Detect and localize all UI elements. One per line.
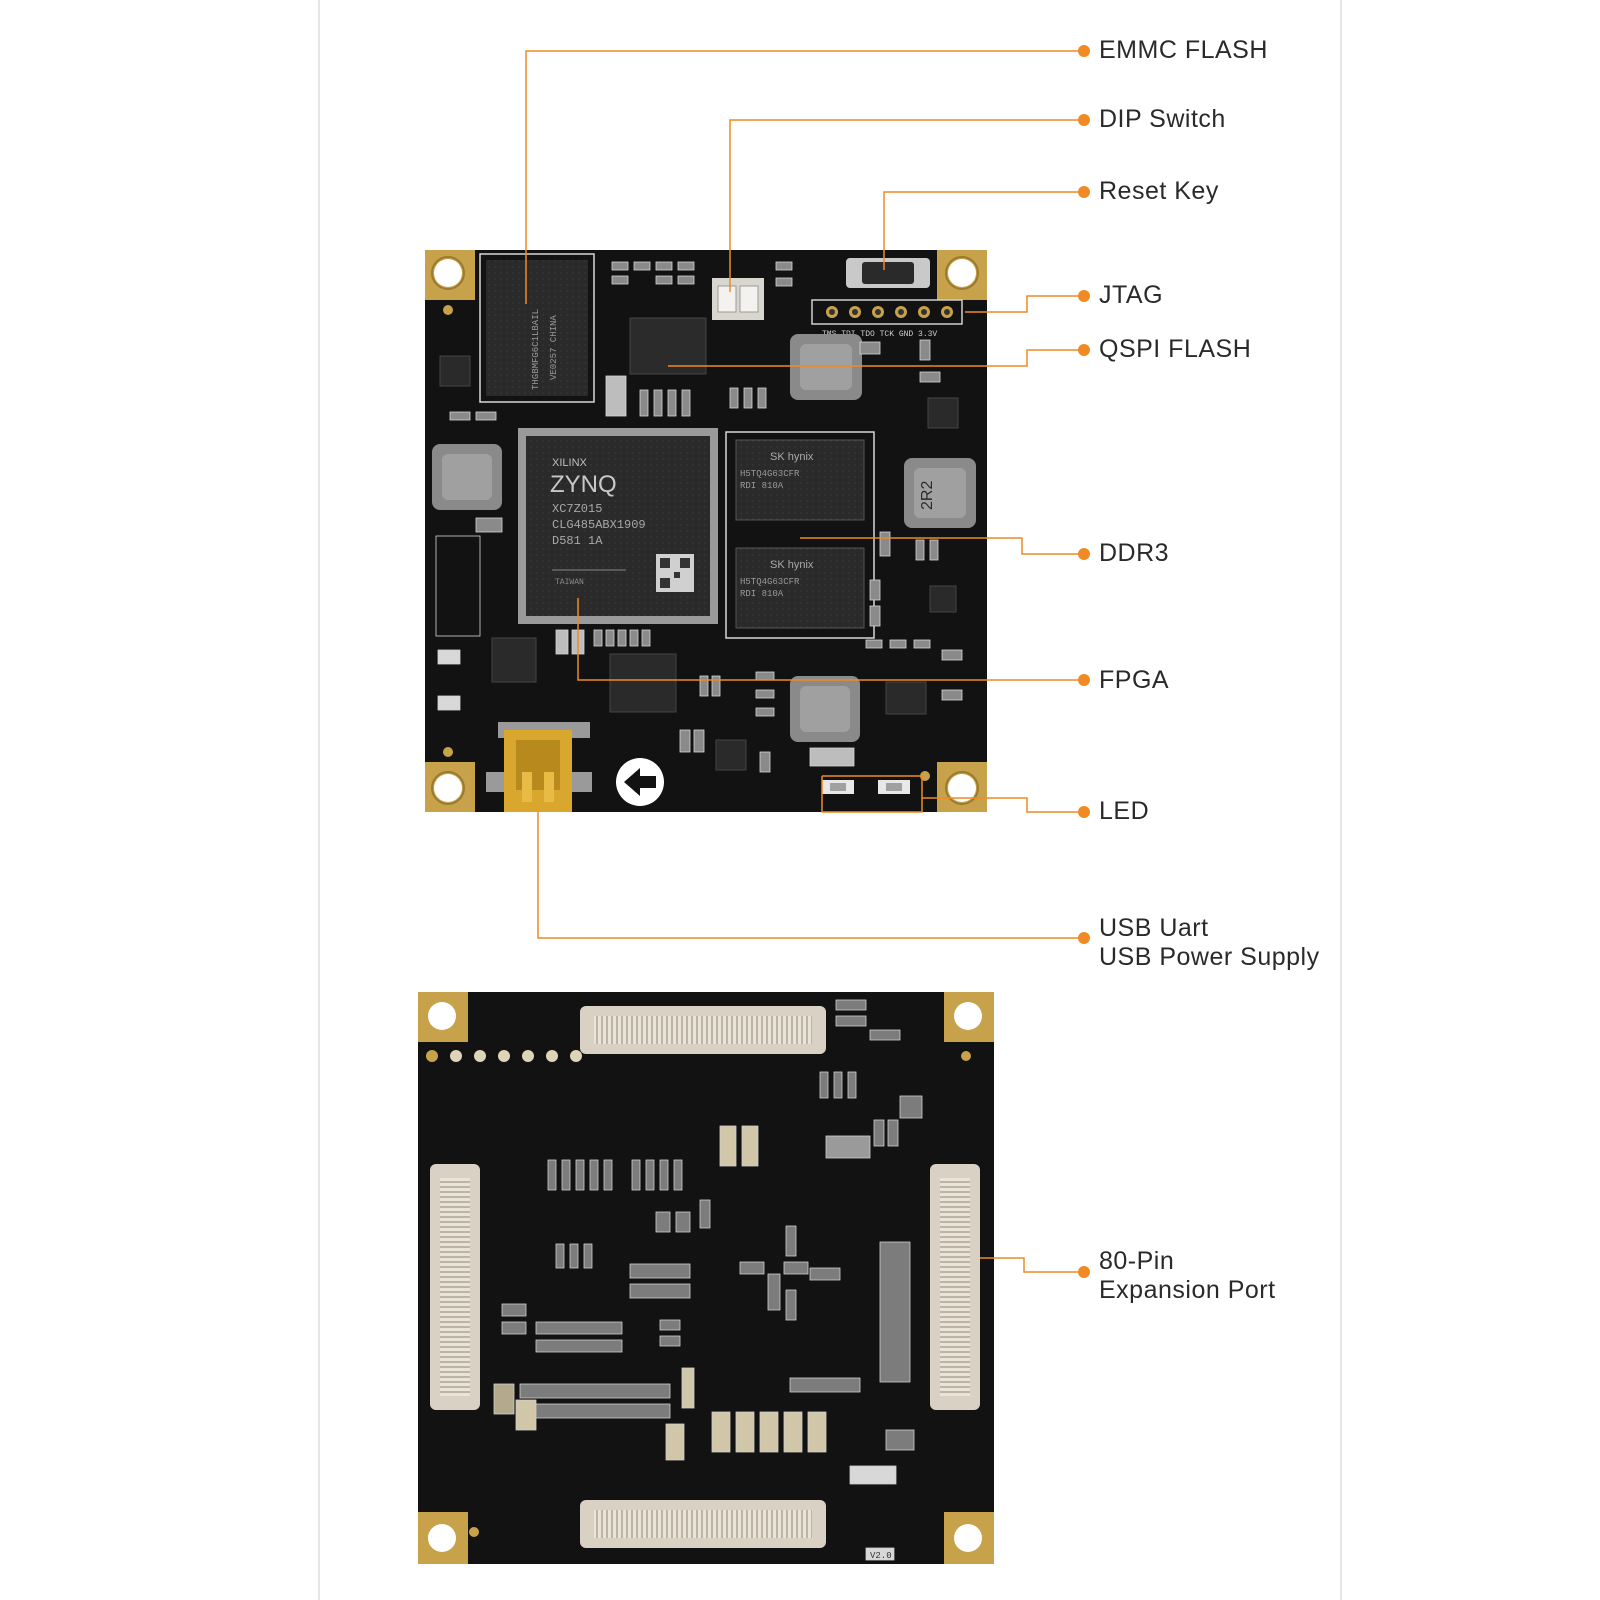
frame-line-right bbox=[1340, 0, 1342, 1600]
label-usb-power-supply: USB Power Supply bbox=[1099, 943, 1320, 971]
callout-line-usb bbox=[537, 812, 1082, 939]
ddr3-brand-2: SK hynix bbox=[770, 559, 814, 571]
ddr3-code-2: RDI 810A bbox=[740, 589, 784, 599]
led-indicators bbox=[822, 780, 910, 794]
fpga-part: XC7Z015 bbox=[552, 502, 602, 516]
ddr3-part-2: H5TQ4G63CFR bbox=[740, 577, 800, 587]
callout-line-qspi bbox=[668, 349, 1082, 367]
callout-line-led-box bbox=[821, 775, 923, 813]
fpga-package: CLG485ABX1909 bbox=[552, 518, 646, 532]
label-fpga: FPGA bbox=[1099, 666, 1170, 694]
fpga-lot: D581 1A bbox=[552, 534, 603, 548]
callout-line-led bbox=[922, 797, 1082, 813]
callout-line-dip bbox=[729, 119, 1082, 292]
usb-connector bbox=[486, 722, 592, 812]
emmc-chip-marking: THGBMFG6C1LBAIL bbox=[531, 309, 541, 390]
arrow-mark-icon bbox=[616, 758, 664, 806]
emmc-chip-origin: VE0257 CHINA bbox=[549, 315, 559, 380]
expansion-connector-bottom bbox=[580, 1500, 826, 1548]
frame-line-left bbox=[318, 0, 320, 1600]
expansion-connector-right bbox=[930, 1164, 980, 1410]
board-version: V2.0 bbox=[870, 1551, 892, 1561]
label-expansion-port: 80-Pin Expansion Port bbox=[1099, 1247, 1276, 1305]
qspi-flash-chip bbox=[629, 317, 707, 375]
label-reset-key: Reset Key bbox=[1099, 177, 1219, 205]
emmc-chip: THGBMFG6C1LBAIL VE0257 CHINA bbox=[479, 253, 595, 403]
jtag-header: TMS TDI TDO TCK GND 3.3V bbox=[811, 299, 963, 339]
callout-lines bbox=[525, 50, 1082, 1273]
ddr3-code-1: RDI 810A bbox=[740, 481, 784, 491]
callout-line-fpga bbox=[577, 598, 1082, 681]
label-expansion-pin-count: 80-Pin bbox=[1099, 1247, 1175, 1275]
fpga-origin: TAIWAN bbox=[555, 578, 584, 587]
label-led: LED bbox=[1099, 797, 1150, 825]
callout-line-reset bbox=[883, 191, 1082, 270]
mounting-holes-bottom bbox=[418, 992, 994, 1564]
ddr3-brand-1: SK hynix bbox=[770, 451, 814, 463]
label-ddr3: DDR3 bbox=[1099, 539, 1170, 567]
label-emmc-flash: EMMC FLASH bbox=[1099, 36, 1268, 64]
ddr3-chips: SK hynix H5TQ4G63CFR RDI 810A SK hynix H… bbox=[725, 431, 875, 639]
inductors-top: 2R2 bbox=[432, 334, 976, 742]
reset-key bbox=[846, 258, 930, 288]
expansion-connector-top bbox=[580, 1006, 826, 1054]
callout-line-jtag bbox=[965, 295, 1082, 313]
fpga-chip: XILINX ZYNQ XC7Z015 CLG485ABX1909 D581 1… bbox=[518, 428, 718, 624]
mounting-holes-top bbox=[425, 250, 987, 812]
label-jtag: JTAG bbox=[1099, 281, 1164, 309]
bottom-board: V2.0 bbox=[418, 992, 994, 1564]
label-qspi-flash: QSPI FLASH bbox=[1099, 335, 1252, 363]
inductor-marking: 2R2 bbox=[919, 481, 936, 510]
small-ics-top bbox=[439, 355, 959, 771]
passive-components-top bbox=[435, 261, 963, 773]
top-board: THGBMFG6C1LBAIL VE0257 CHINA TMS TDI TDO… bbox=[425, 250, 987, 812]
fpga-family: ZYNQ bbox=[550, 471, 617, 498]
callout-line-expansion bbox=[980, 1257, 1082, 1273]
callout-line-emmc bbox=[525, 50, 1082, 304]
callout-dots bbox=[1078, 45, 1090, 1278]
expansion-connector-left bbox=[430, 1164, 480, 1410]
label-usb-uart: USB Uart bbox=[1099, 914, 1209, 942]
callout-line-ddr3 bbox=[800, 537, 1082, 555]
ddr3-part-1: H5TQ4G63CFR bbox=[740, 469, 800, 479]
label-expansion-port-name: Expansion Port bbox=[1099, 1276, 1276, 1304]
jtag-pin-labels: TMS TDI TDO TCK GND 3.3V bbox=[822, 330, 937, 339]
label-dip-switch: DIP Switch bbox=[1099, 105, 1226, 133]
passive-components-bottom bbox=[493, 999, 923, 1561]
dip-switch bbox=[712, 278, 764, 320]
label-usb: USB Uart USB Power Supply bbox=[1099, 914, 1320, 972]
fpga-vendor: XILINX bbox=[552, 457, 588, 469]
